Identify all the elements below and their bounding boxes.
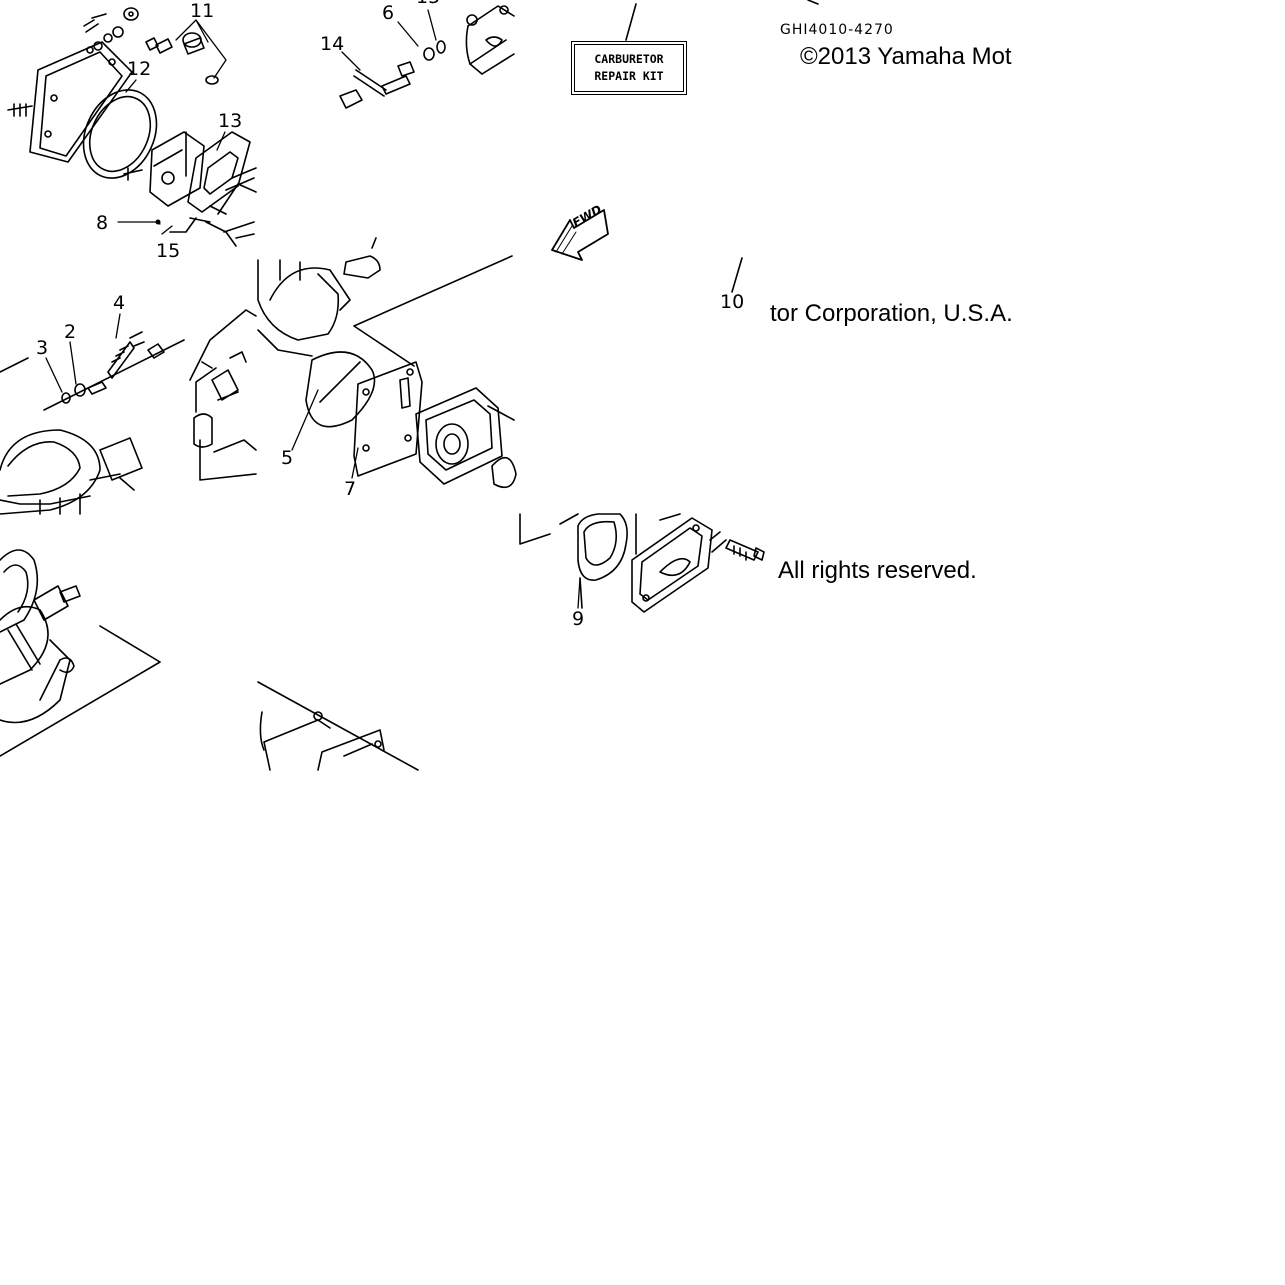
callout-6: 6 — [382, 2, 395, 24]
callout-9: 9 — [572, 608, 585, 630]
callout-15-top: 15 — [416, 0, 440, 7]
tile-top-middle — [339, 5, 515, 109]
callout-8: 8 — [96, 212, 109, 234]
callout-10: 10 — [720, 291, 745, 313]
tile-middle-left — [0, 309, 257, 515]
callout-4: 4 — [113, 292, 126, 314]
copyright-part-3: All rights reserved. — [778, 557, 977, 584]
callout-13: 13 — [218, 110, 243, 132]
callout-2: 2 — [64, 321, 77, 343]
tile-top-right — [625, 0, 819, 293]
callout-3: 3 — [36, 337, 49, 359]
copyright-part-1: ©2013 Yamaha Mot — [800, 43, 1012, 70]
callout-15: 15 — [156, 240, 181, 262]
callout-leaders — [45, 9, 581, 609]
carburetor-repair-kit-box: CARBURETOR REPAIR KIT — [571, 41, 687, 95]
fwd-arrow-icon — [551, 209, 609, 261]
callout-11: 11 — [190, 0, 215, 22]
tile-bottom-left — [0, 549, 161, 757]
drawing-code: GHI4010-4270 — [780, 22, 894, 38]
tile-center — [257, 237, 517, 489]
copyright-part-2: tor Corporation, U.S.A. — [770, 300, 1013, 327]
tile-bottom-right — [519, 513, 765, 613]
callout-12: 12 — [127, 58, 152, 80]
callout-7: 7 — [344, 478, 357, 500]
callout-5: 5 — [281, 447, 294, 469]
kit-box-line-1: CARBURETOR — [594, 52, 664, 67]
tile-top-left — [7, 7, 257, 247]
callout-14: 14 — [320, 33, 345, 55]
tile-bottom-middle — [257, 681, 419, 771]
kit-box-line-2: REPAIR KIT — [594, 69, 664, 83]
